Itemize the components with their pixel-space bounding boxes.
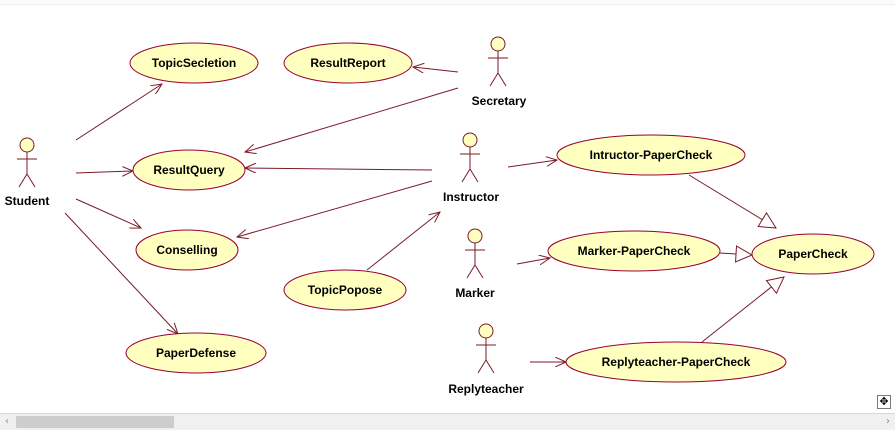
usecase-label: PaperCheck — [778, 247, 848, 261]
usecase-label: TopicPopose — [308, 283, 383, 297]
actor-label: Replyteacher — [448, 382, 524, 396]
usecase-result-report[interactable]: ResultReport — [283, 42, 413, 84]
assoc-student-resultquery[interactable] — [75, 171, 133, 173]
assoc-instructor-instructorpapercheck[interactable] — [507, 160, 557, 168]
horizontal-scrollbar[interactable]: ‹ › — [0, 413, 895, 430]
usecase-label: TopicSecletion — [152, 56, 236, 70]
gen-markerpc-papercheck[interactable] — [719, 253, 752, 255]
usecase-label: ResultReport — [310, 56, 385, 70]
usecase-label: Replyteacher-PaperCheck — [602, 355, 751, 369]
gen-instructorpc-papercheck[interactable] — [688, 174, 776, 228]
assoc-secretary-resultquery[interactable] — [245, 87, 459, 152]
actor-label: Secretary — [472, 94, 527, 108]
usecase-label: PaperDefense — [156, 346, 236, 360]
assoc-marker-markerpapercheck[interactable] — [516, 258, 550, 264]
usecase-instructor-papercheck[interactable]: Intructor-PaperCheck — [556, 134, 746, 176]
usecase-papercheck[interactable]: PaperCheck — [751, 233, 875, 275]
move-icon[interactable]: ✥ — [877, 395, 891, 409]
gen-replypc-papercheck[interactable] — [701, 277, 784, 343]
usecase-paper-defense[interactable]: PaperDefense — [125, 332, 267, 374]
assoc-topicpropose-instructor[interactable] — [366, 212, 440, 271]
usecase-result-query[interactable]: ResultQuery — [132, 149, 246, 191]
usecase-topic-selection[interactable]: TopicSecletion — [129, 42, 259, 84]
usecase-label: Conselling — [156, 243, 217, 257]
actor-student[interactable]: Student — [5, 137, 50, 208]
use-case-diagram: TopicSecletion ResultReport ResultQuery … — [5, 36, 875, 396]
actor-instructor[interactable]: Instructor — [443, 132, 499, 204]
actor-secretary[interactable]: Secretary — [472, 36, 527, 108]
usecase-replyteacher-papercheck[interactable]: Replyteacher-PaperCheck — [565, 341, 787, 383]
scroll-right-arrow-icon[interactable]: › — [886, 416, 890, 427]
scrollbar-thumb[interactable] — [16, 416, 174, 428]
usecase-marker-papercheck[interactable]: Marker-PaperCheck — [547, 230, 721, 272]
assoc-instructor-resultquery[interactable] — [245, 168, 433, 170]
actor-marker[interactable]: Marker — [455, 228, 495, 300]
actor-label: Marker — [455, 286, 495, 300]
usecase-label: Intructor-PaperCheck — [590, 148, 713, 162]
usecase-label: Marker-PaperCheck — [578, 244, 691, 258]
actor-label: Student — [5, 194, 50, 208]
assoc-secretary-resultreport[interactable] — [413, 67, 459, 72]
usecase-conselling[interactable]: Conselling — [135, 229, 239, 271]
assoc-student-conselling[interactable] — [75, 198, 141, 228]
assoc-instructor-conselling[interactable] — [237, 180, 433, 237]
top-ruler — [0, 0, 895, 5]
actor-label: Instructor — [443, 190, 499, 204]
actor-replyteacher[interactable]: Replyteacher — [448, 323, 524, 396]
usecase-topic-propose[interactable]: TopicPopose — [283, 269, 407, 311]
scroll-left-arrow-icon[interactable]: ‹ — [5, 416, 9, 427]
assoc-student-paperdefense[interactable] — [64, 212, 178, 334]
assoc-student-topicselection[interactable] — [75, 84, 162, 141]
usecase-label: ResultQuery — [153, 163, 225, 177]
